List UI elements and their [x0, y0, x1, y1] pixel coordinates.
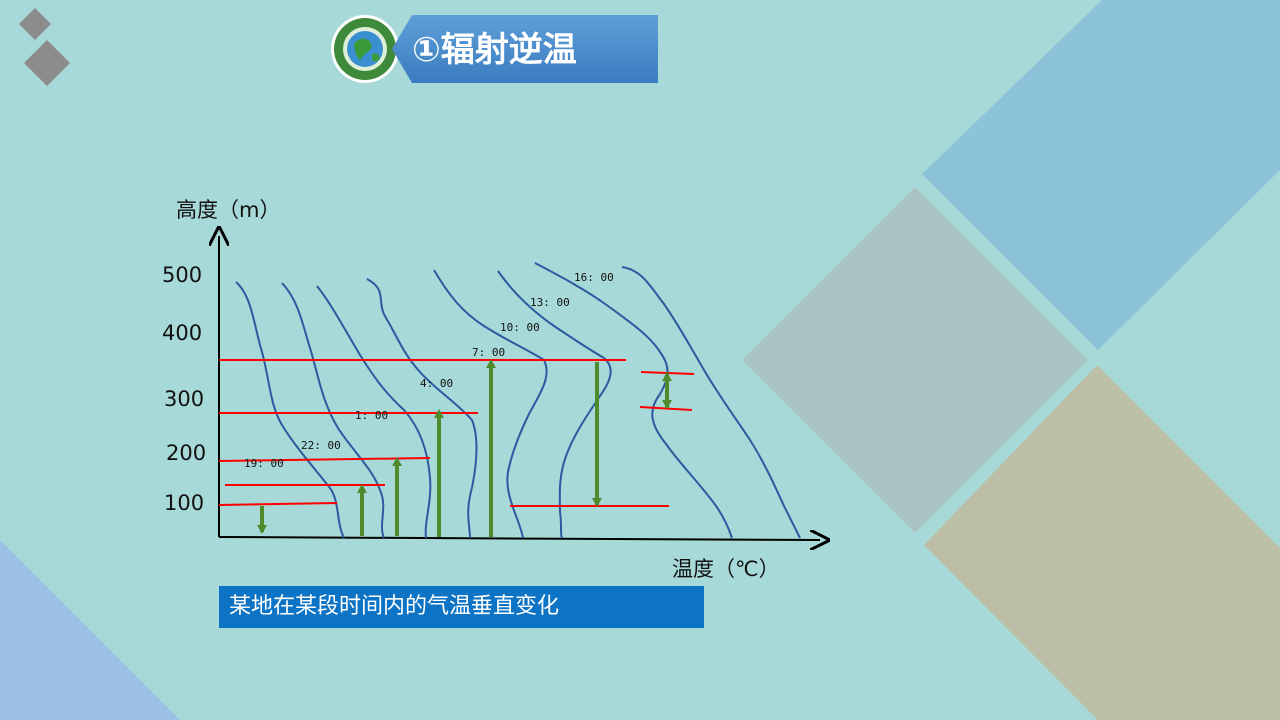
profile-curve-1: [316, 285, 432, 539]
deco-blue-corner-bottom-left: [0, 540, 180, 720]
arrow-head: [392, 457, 402, 466]
time-label: 22: 00: [301, 439, 341, 452]
time-label: 10: 00: [500, 321, 540, 334]
time-label: 19: 00: [244, 457, 284, 470]
arrow-head: [257, 525, 267, 534]
arrow-head: [662, 400, 672, 409]
profile-curve-7: [433, 269, 548, 539]
time-label: 4: 00: [420, 377, 453, 390]
arrow-head: [662, 372, 672, 381]
time-label: 16: 00: [574, 271, 614, 284]
title-banner: [392, 15, 658, 83]
y-axis-label: 高度（m）: [176, 198, 281, 222]
profile-curve-4: [366, 278, 478, 539]
arrow-head: [592, 498, 602, 507]
x-axis: [218, 537, 820, 540]
deco-grey-diamond: [742, 187, 1088, 533]
profile-curve-10: [497, 270, 612, 539]
x-axis-label: 温度（℃）: [672, 557, 780, 581]
deco-diamond-small-top: [19, 8, 51, 40]
y-tick-label: 100: [164, 491, 205, 515]
time-label: 7: 00: [472, 346, 505, 359]
y-tick-label: 400: [162, 321, 203, 345]
inversion-boundary-line: [639, 406, 693, 411]
time-label: 1: 00: [355, 409, 388, 422]
profile-curve-13: [534, 262, 733, 539]
y-tick-label: 500: [162, 263, 203, 287]
profile-curve-22: [281, 282, 385, 539]
y-tick-label: 300: [164, 387, 205, 411]
deco-khaki-diamond: [924, 365, 1280, 720]
y-tick-label: 200: [166, 441, 207, 465]
profile-curve-19: [235, 281, 345, 539]
deco-diamond-small-bottom: [24, 40, 70, 86]
deco-blue-diamond-top-right: [922, 0, 1280, 350]
diagram-caption: 某地在某段时间内的气温垂直变化: [219, 586, 704, 628]
arrow-head: [357, 484, 367, 493]
time-label: 13: 00: [530, 296, 570, 309]
arrow-head: [434, 409, 444, 418]
profile-curve-16: [621, 266, 801, 539]
arrow-head: [486, 359, 496, 368]
page-title: ①辐射逆温: [412, 30, 577, 70]
inversion-boundary-line: [218, 502, 338, 506]
inversion-boundary-line: [218, 457, 431, 462]
globe-logo-icon: [331, 15, 399, 83]
